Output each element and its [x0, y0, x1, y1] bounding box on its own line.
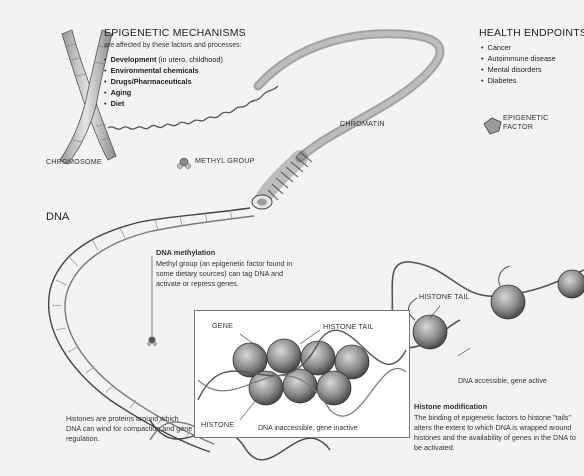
- dna-methylation-title: DNA methylation: [156, 248, 215, 257]
- factor-item: Diet: [104, 98, 223, 109]
- dna-accessible-label: DNA accessible, gene active: [458, 378, 547, 387]
- gene-label: GENE: [212, 321, 233, 330]
- methyl-group-label: METHYL GROUP: [195, 156, 255, 165]
- health-item: Cancer: [481, 42, 556, 53]
- epigenetic-factors-list: Development (in utero, childhood) Enviro…: [104, 54, 223, 109]
- chromatin-label: CHROMATIN: [340, 119, 385, 128]
- dna-label: DNA: [46, 211, 69, 225]
- health-endpoints-list: Cancer Autoimmune disease Mental disorde…: [481, 42, 556, 86]
- health-item: Diabetes: [481, 75, 556, 86]
- health-item: Mental disorders: [481, 64, 556, 75]
- histone-note-text: Histones are proteins around which DNA c…: [66, 414, 194, 444]
- dna-methylation-text: Methyl group (an epigenetic factor found…: [156, 259, 306, 289]
- histone-label: HISTONE: [201, 420, 234, 429]
- epigenetic-mechanisms-title: EPIGENETIC MECHANISMS: [104, 27, 246, 40]
- health-endpoints-title: HEALTH ENDPOINTS: [479, 27, 584, 40]
- histone-modification-title: Histone modification: [414, 402, 487, 411]
- histone-modification-text: The binding of epigenetic factors to his…: [414, 413, 580, 453]
- histone-tail-panel-label: HISTONE TAIL: [323, 322, 374, 331]
- dna-inaccessible-label: DNA inaccessible, gene inactive: [258, 425, 358, 434]
- epigenetic-mechanisms-subtitle: are affected by these factors and proces…: [104, 42, 242, 51]
- factor-item: Drugs/Pharmaceuticals: [104, 76, 223, 87]
- factor-item: Aging: [104, 87, 223, 98]
- factor-item: Environmental chemicals: [104, 65, 223, 76]
- factor-item: Development (in utero, childhood): [104, 54, 223, 65]
- health-item: Autoimmune disease: [481, 53, 556, 64]
- epigenetic-factor-label: EPIGENETIC FACTOR: [503, 113, 549, 131]
- chromosome-label: CHROMOSOME: [46, 157, 102, 166]
- histone-tail-label: HISTONE TAIL: [419, 292, 470, 301]
